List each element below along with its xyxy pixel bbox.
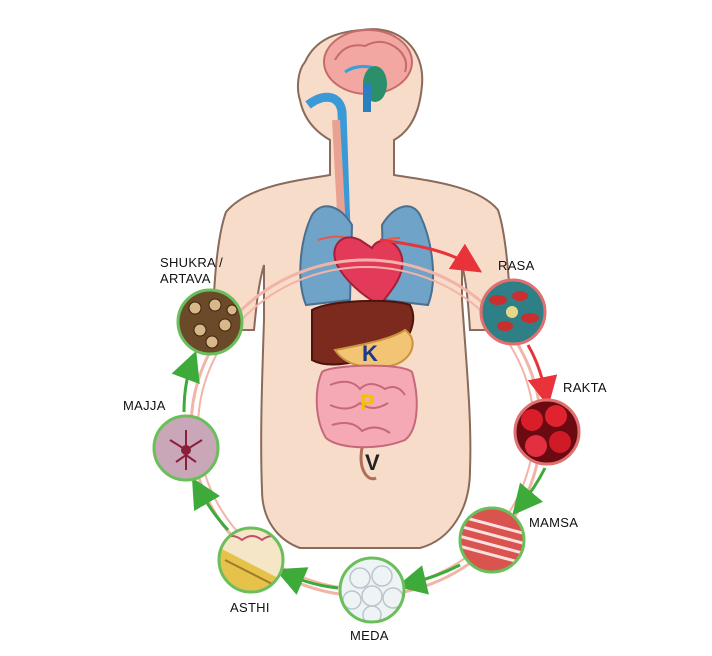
- majja-label: MAJJA: [123, 398, 166, 413]
- vata-dosha-label: V: [365, 450, 380, 475]
- intestines-illustration: [315, 364, 418, 481]
- liver-stomach-illustration: [311, 299, 415, 369]
- arrow-heart-to-rasa: [379, 238, 483, 273]
- rakta-tissue-circle: [513, 398, 581, 466]
- pitta-dosha-label: P: [360, 390, 375, 415]
- arrow-meda-to-asthi: [274, 567, 339, 595]
- rasa-tissue-circle: [479, 278, 547, 346]
- shukra-artava-label: SHUKRA / ARTAVA: [160, 255, 224, 286]
- asthi-label: ASTHI: [230, 600, 270, 615]
- rasa-label: RASA: [498, 258, 535, 273]
- arrow-majja-to-shukra: [171, 350, 200, 413]
- rakta-label: RAKTA: [563, 380, 607, 395]
- arrow-rasa-to-rakta: [526, 344, 558, 407]
- asthi-tissue-circle: [217, 526, 285, 594]
- arrow-asthi-to-majja: [191, 477, 230, 532]
- brain-illustration: [323, 29, 413, 112]
- majja-tissue-circle: [152, 414, 220, 482]
- kapha-dosha-label: K: [362, 341, 378, 366]
- mamsa-tissue-circle: [458, 506, 526, 574]
- meda-tissue-circle: [338, 556, 406, 624]
- arrow-mamsa-to-meda: [396, 563, 461, 595]
- mamsa-label: MAMSA: [529, 515, 579, 530]
- meda-label: MEDA: [350, 628, 389, 643]
- cycle-arrows: [171, 238, 558, 595]
- shukra-tissue-circle: [176, 288, 244, 356]
- arrow-rakta-to-mamsa: [512, 467, 547, 516]
